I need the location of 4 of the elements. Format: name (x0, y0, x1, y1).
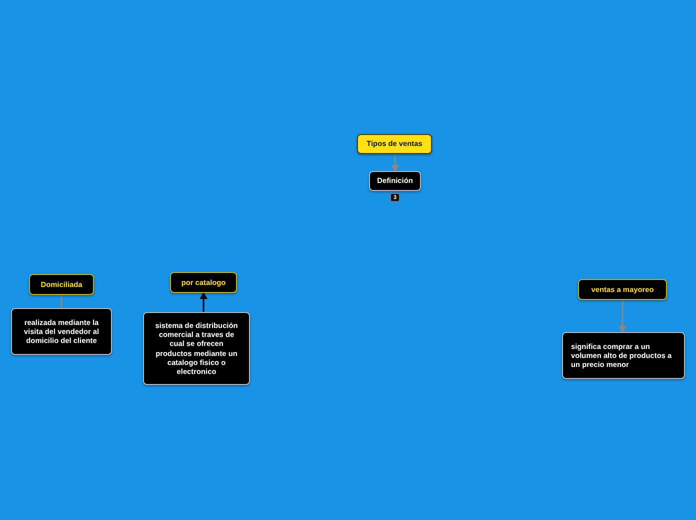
connector-line (60, 295, 62, 308)
arrow (618, 300, 626, 333)
arrow (200, 292, 208, 312)
arrow (391, 154, 399, 172)
